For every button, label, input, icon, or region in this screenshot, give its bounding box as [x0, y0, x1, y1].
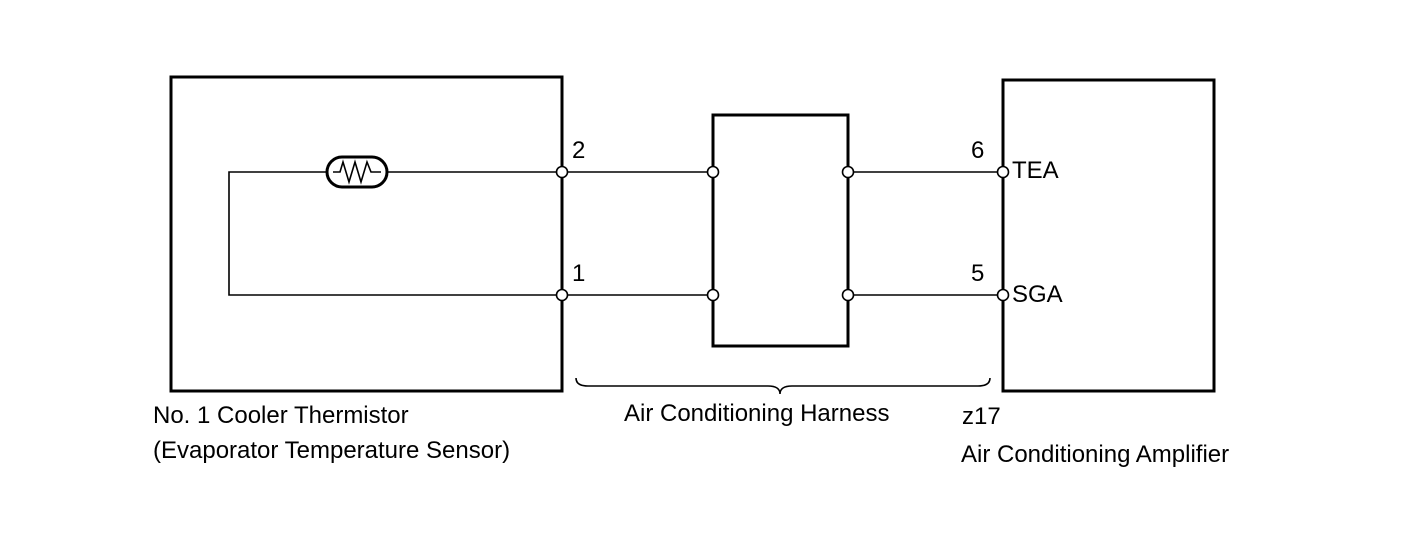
- terminal-sensor-1: [555, 288, 569, 302]
- terminal-amplifier-5: [996, 288, 1010, 302]
- thermistor-symbol: [325, 155, 389, 189]
- terminal-harness-in-bottom: [706, 288, 720, 302]
- harness-brace: [575, 377, 991, 395]
- sensor-box: [169, 75, 564, 393]
- sensor-internal-loop: [228, 171, 556, 296]
- sensor-name-line2: (Evaporator Temperature Sensor): [153, 437, 510, 464]
- harness-connector-box: [711, 113, 850, 348]
- amplifier-signal-tea-label: TEA: [1012, 157, 1059, 184]
- sensor-pin-2-label: 2: [572, 137, 585, 164]
- terminal-harness-in-top: [706, 165, 720, 179]
- amplifier-signal-sga-label: SGA: [1012, 281, 1063, 308]
- sensor-pin-1-label: 1: [572, 260, 585, 287]
- amplifier-code: z17: [962, 403, 1001, 430]
- terminal-amplifier-6: [996, 165, 1010, 179]
- amplifier-box: [1001, 78, 1216, 393]
- terminal-harness-out-bottom: [841, 288, 855, 302]
- terminal-sensor-2: [555, 165, 569, 179]
- amplifier-name: Air Conditioning Amplifier: [961, 441, 1229, 468]
- sensor-name-line1: No. 1 Cooler Thermistor: [153, 402, 409, 429]
- amplifier-pin-6-label: 6: [971, 137, 984, 164]
- harness-name: Air Conditioning Harness: [624, 400, 889, 427]
- amplifier-pin-5-label: 5: [971, 260, 984, 287]
- terminal-harness-out-top: [841, 165, 855, 179]
